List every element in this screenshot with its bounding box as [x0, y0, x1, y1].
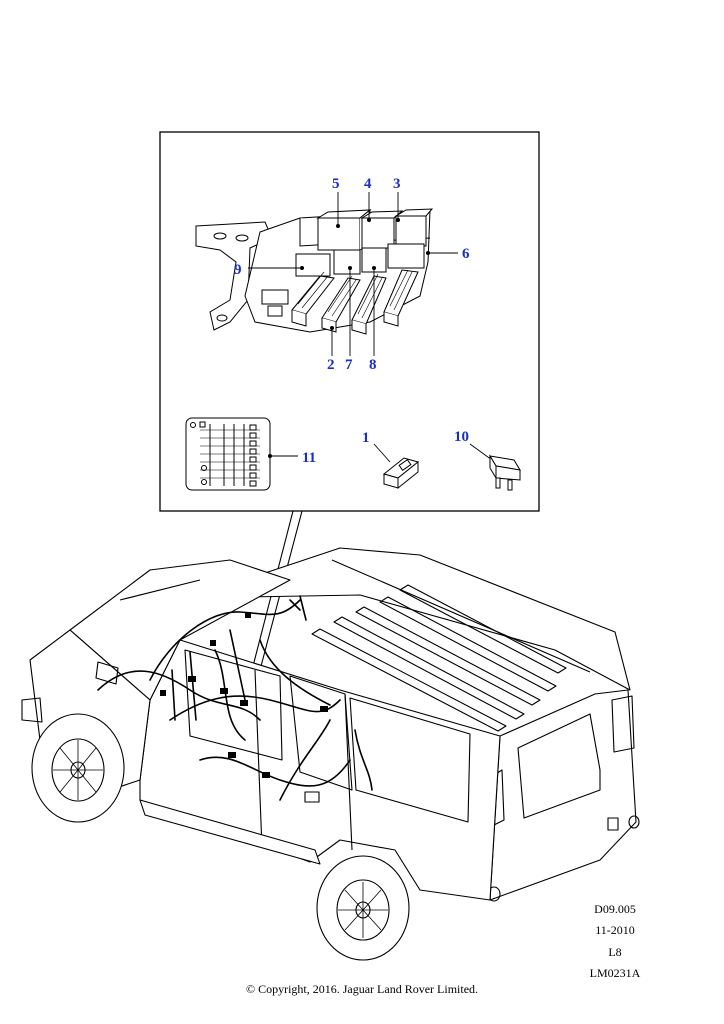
relay-5 — [317, 217, 361, 251]
callout-11: 11 — [302, 450, 316, 466]
relay-9 — [295, 253, 331, 277]
copyright-notice: © Copyright, 2016. Jaguar Land Rover Lim… — [245, 982, 479, 996]
callout-labels: 5 4 3 6 9 2 7 8 11 1 10 — [234, 176, 470, 466]
callout-5: 5 — [332, 176, 340, 192]
fuse-rails — [291, 269, 419, 335]
blade-fuse — [489, 454, 521, 491]
callout-1: 1 — [362, 430, 370, 446]
harness-connectors — [160, 612, 328, 778]
wiring-harness — [97, 595, 373, 801]
relay-4 — [361, 217, 395, 249]
diagram-ref: LM0231A — [589, 966, 641, 980]
relay-3 — [395, 215, 427, 247]
diagram-level: L8 — [608, 945, 622, 959]
diagram-code: D09.005 — [594, 902, 636, 916]
callout-leaders — [248, 192, 493, 463]
fuse-puller — [382, 457, 420, 490]
callout-6: 6 — [462, 246, 470, 262]
callout-2: 2 — [327, 357, 335, 373]
callout-8: 8 — [369, 357, 377, 373]
fuse-label-card — [185, 417, 271, 491]
vehicle — [21, 547, 640, 961]
callout-4: 4 — [364, 176, 372, 192]
callout-3: 3 — [393, 176, 401, 192]
callout-9: 9 — [234, 262, 242, 278]
fuse-box-assembly — [195, 208, 434, 335]
diagram-date: 11-2010 — [595, 923, 635, 937]
callout-10: 10 — [454, 429, 469, 445]
callout-7: 7 — [345, 357, 353, 373]
